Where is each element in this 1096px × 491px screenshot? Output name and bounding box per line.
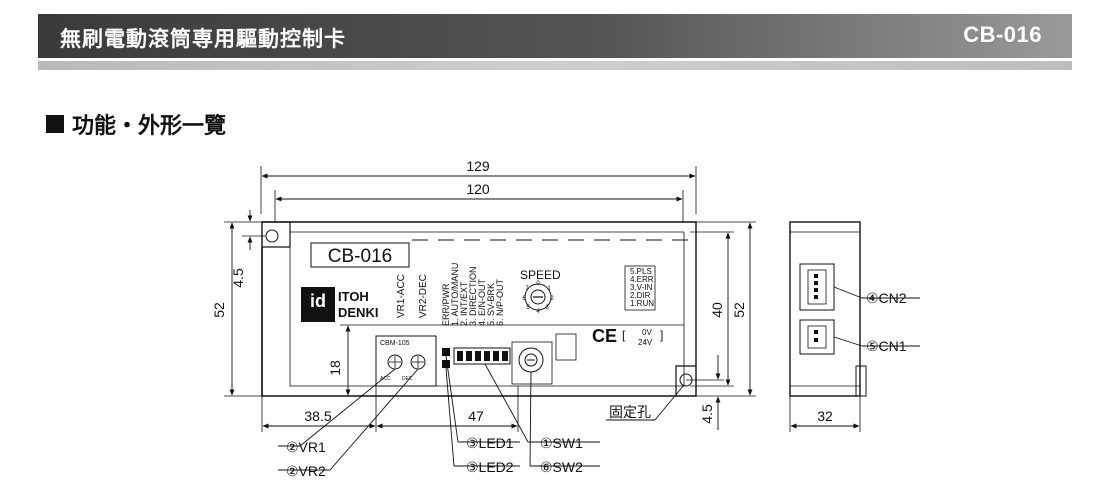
- dimension-4-5-top-label: 4.5: [230, 268, 246, 288]
- dimension-bottom-section: 18: [327, 324, 372, 396]
- callout-sw1: ①SW1: [484, 363, 600, 451]
- dip-label-0: ERR/PWR: [441, 283, 451, 326]
- callout-led2-text: ③LED2: [466, 459, 514, 475]
- svg-text:7: 7: [525, 286, 529, 292]
- dimension-32-label: 32: [817, 408, 833, 424]
- svg-text:5: 5: [526, 305, 530, 311]
- dimension-connector-span: 47: [376, 386, 519, 432]
- callout-cn1-text: ⑤CN1: [866, 338, 907, 354]
- dimension-overall-length: 129: [260, 158, 697, 214]
- dip-label-5: 5. SV-BRK: [486, 283, 496, 326]
- dimension-38-5-label: 38.5: [304, 408, 331, 424]
- dimension-52-right-label: 52: [731, 302, 747, 318]
- voltage-0v: 0V: [642, 328, 652, 337]
- dimension-52-left-label: 52: [211, 302, 227, 318]
- svg-text:[: [: [622, 328, 626, 342]
- header-bar: 無刷電動滾筒専用驅動控制卡 CB-016: [38, 14, 1072, 58]
- callout-led1: ③LED1: [445, 355, 520, 451]
- header-underbar: [38, 61, 1072, 70]
- dimension-left-height: 52: [211, 221, 262, 397]
- dimension-129-label: 129: [466, 158, 490, 174]
- svg-text:0: 0: [536, 281, 540, 287]
- status-label-pls: 5.PLS: [630, 267, 652, 276]
- callout-vr2: ②VR2: [278, 368, 419, 479]
- ce-mark: CE [ 0V 24V ]: [592, 326, 663, 347]
- status-label-vin: 3.V-IN: [630, 283, 652, 292]
- callout-fixing-hole-text: 固定孔: [609, 404, 651, 420]
- dip-label-4: 4. E/N-OUT: [477, 278, 487, 326]
- callout-led2: ③LED2: [445, 367, 520, 475]
- section-heading: 功能・外形一覽: [46, 108, 226, 140]
- callout-cn2: ④CN2: [833, 286, 920, 306]
- section-title-text: 功能・外形一覽: [72, 114, 227, 139]
- dimension-120-label: 120: [466, 181, 490, 197]
- dimension-side-width: 32: [789, 396, 861, 432]
- svg-text:3: 3: [545, 305, 549, 311]
- itoh-denki-logo: id ITOH DENKI: [301, 287, 378, 322]
- voltage-24v: 24V: [638, 338, 653, 347]
- board-label: CB-016: [310, 242, 410, 268]
- status-label-err: 4.ERR: [630, 275, 654, 284]
- dip-switch-labels: ERR/PWR 1. AUTO/MANU 2. INT/EXT 3. DIREC…: [441, 263, 505, 326]
- speed-label: SPEED: [520, 268, 561, 282]
- callout-vr1-text: ②VR1: [286, 439, 326, 455]
- svg-text:DEC: DEC: [402, 376, 413, 382]
- header-model-number: CB-016: [963, 22, 1042, 47]
- status-label-dir: 2.DIR: [630, 291, 651, 300]
- board-outline: [261, 221, 697, 397]
- callout-cn1: ⑤CN1: [833, 336, 920, 354]
- dimension-inner-length: 120: [274, 181, 684, 222]
- svg-text:4: 4: [536, 309, 540, 315]
- dimension-hole-offset-top: 4.5: [230, 210, 266, 288]
- dimension-inner-height: 40: [690, 231, 734, 387]
- callout-sw2-text: ⑥SW2: [540, 459, 583, 475]
- logo-text-denki: DENKI: [338, 305, 378, 320]
- svg-text:6: 6: [522, 296, 526, 302]
- side-view: [789, 221, 867, 397]
- dip-label-2: 2. INT/EXT: [459, 281, 469, 326]
- callout-sw1-text: ①SW1: [540, 435, 583, 451]
- svg-text:1: 1: [547, 286, 551, 292]
- callout-led1-text: ③LED1: [466, 435, 514, 451]
- speed-dial: SPEED 0 1 2 345 6 7: [520, 268, 561, 315]
- dip-label-3: 3. DIRECTION: [468, 266, 478, 326]
- module-label: CBM-105: [380, 340, 410, 347]
- board-label-text: CB-016: [328, 246, 392, 267]
- dimension-40-label: 40: [709, 302, 725, 318]
- callout-cn2-text: ④CN2: [866, 290, 907, 306]
- svg-text:]: ]: [660, 328, 663, 342]
- header-title: 無刷電動滾筒専用驅動控制卡: [60, 27, 346, 51]
- vr2-dec-text: VR2-DEC: [418, 274, 429, 318]
- dimension-left-offset: 38.5: [261, 386, 377, 432]
- dimension-47-label: 47: [468, 408, 484, 424]
- callout-vr1: ②VR1: [278, 368, 396, 455]
- vr1-acc-text: VR1-ACC: [396, 274, 407, 318]
- callout-sw2: ⑥SW2: [529, 371, 600, 475]
- connector-module: CBM-105 ACC DEC: [375, 333, 577, 387]
- callout-vr2-text: ②VR2: [286, 463, 326, 479]
- dimension-right-height: 52: [696, 221, 756, 397]
- callout-fixing-hole: 固定孔: [606, 384, 685, 421]
- ce-mark-text: CE: [592, 326, 617, 346]
- dimension-18-label: 18: [327, 360, 343, 376]
- dimension-hole-offset-bottom: 4.5: [686, 355, 724, 430]
- status-label-run: 1.RUN: [630, 299, 654, 308]
- dip-label-1: 1. AUTO/MANU: [450, 263, 460, 326]
- dip-label-6: 6. N/P-OUT: [495, 278, 505, 326]
- svg-text:ACC: ACC: [380, 376, 391, 382]
- svg-text:2: 2: [550, 296, 554, 302]
- dimension-4-5-bottom-label: 4.5: [699, 404, 715, 424]
- logo-mark: id: [310, 291, 326, 311]
- bullet-square-icon: [46, 115, 64, 133]
- status-led-labels: 5.PLS 4.ERR 3.V-IN 2.DIR 1.RUN: [624, 265, 656, 311]
- logo-text-itoh: ITOH: [338, 289, 369, 304]
